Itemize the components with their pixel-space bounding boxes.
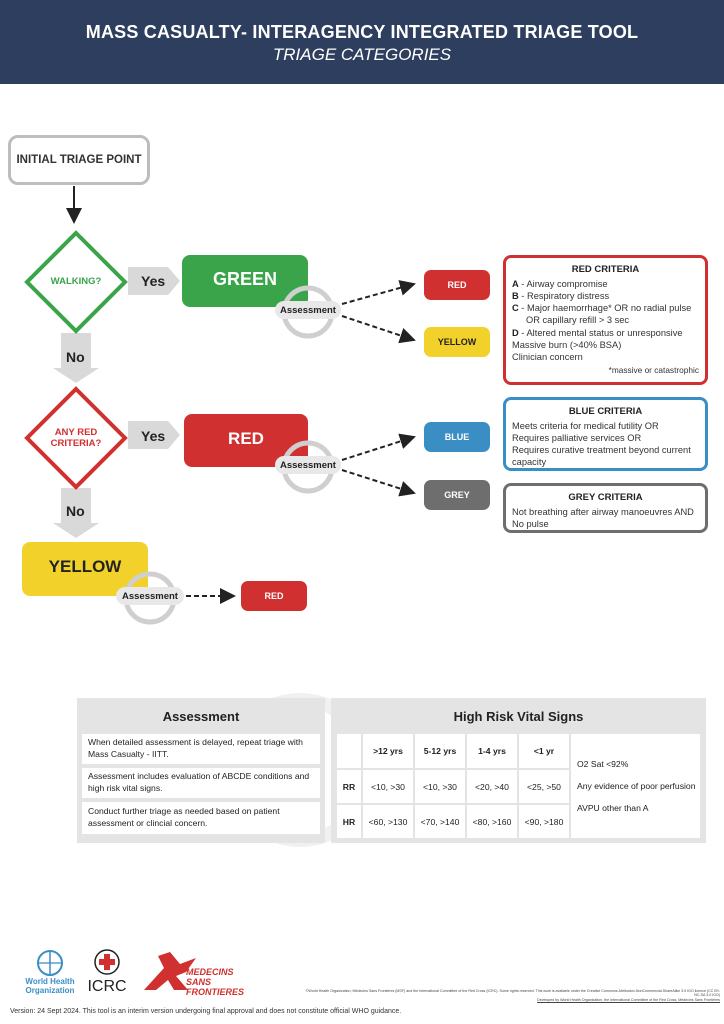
yes-chevron-2	[128, 421, 180, 449]
assessment-panel-title: Assessment	[162, 709, 240, 724]
assessment-row: Conduct further triage as needed based o…	[82, 802, 320, 834]
assessment-row: When detailed assessment is delayed, rep…	[82, 734, 320, 764]
blue-criteria-line: Requires curative treatment beyond curre…	[512, 445, 691, 468]
outcome-red-pill-2: RED	[241, 581, 307, 611]
msf-logo-text: MEDECINS SANS FRONTIERES	[186, 967, 245, 997]
green-category-box: GREEN	[182, 255, 308, 307]
page-subtitle: TRIAGE CATEGORIES	[272, 45, 452, 64]
msf-logo: MEDECINS SANS FRONTIERES	[136, 946, 256, 1000]
vitals-cell: <20, >40	[465, 768, 519, 805]
red-criteria-line: Clinician concern	[512, 352, 583, 363]
vitals-cell: <10, >30	[361, 768, 415, 805]
version-note: Version: 24 Sept 2024. This tool is an i…	[10, 1008, 402, 1015]
no-chevron-1	[53, 333, 99, 383]
vitals-cell: <70, >140	[413, 803, 467, 840]
red-criteria-decision: ANY RED CRITERIA?	[24, 386, 128, 490]
blue-criteria-title: BLUE CRITERIA	[568, 406, 643, 417]
vitals-table: >12 yrs 5-12 yrs 1-4 yrs <1 yr O2 Sat <9…	[335, 732, 702, 840]
vitals-cell: <80, >160	[465, 803, 519, 840]
legal-text: ©World Health Organization, Médecins San…	[300, 989, 720, 1002]
blue-criteria-box: BLUE CRITERIA Meets criteria for medical…	[503, 397, 708, 471]
red-criteria-diamond-shape	[24, 386, 128, 490]
vitals-cell: <60, >130	[361, 803, 415, 840]
green-label: GREEN	[212, 268, 277, 289]
vitals-other-line: AVPU other than A	[577, 802, 649, 813]
vitals-header-cell: 5-12 yrs	[413, 732, 467, 770]
walking-label: WALKING?	[50, 276, 102, 288]
red-criteria-line: Massive burn (>40% BSA)	[512, 339, 622, 350]
red-criteria-line: C - Major haemorrhage* OR no radial puls…	[512, 303, 692, 314]
outcome-yellow-pill: YELLOW	[424, 327, 490, 357]
msf-runner-icon	[144, 952, 196, 990]
red-criteria-line: D - Altered mental status or unresponsiv…	[512, 327, 683, 338]
vitals-cell: <25, >50	[517, 768, 571, 805]
no-label-1: No	[66, 349, 85, 365]
icrc-logo: ICRC	[86, 948, 128, 998]
vitals-header-cell: 1-4 yrs	[465, 732, 519, 770]
walking-decision: WALKING?	[24, 230, 128, 334]
yes-chevron-1	[128, 267, 180, 295]
assessment-pill-1: Assessment	[275, 301, 341, 319]
red-criteria-title: RED CRITERIA	[571, 264, 640, 275]
red-criteria-footnote: *massive or catastrophic	[608, 365, 699, 376]
vitals-other-line: Any evidence of poor perfusion	[577, 780, 696, 791]
vitals-cell: <90, >180	[517, 803, 571, 840]
dashed-arrow-green-yellow	[341, 315, 416, 344]
dashed-arrow-green-red	[341, 280, 416, 305]
red-criteria-line: OR capillary refill > 3 sec	[526, 315, 630, 326]
red-criteria-line: A - Airway compromise	[512, 278, 608, 289]
grey-criteria-title: GREY CRITERIA	[568, 492, 643, 503]
vitals-other-signs: O2 Sat <92% Any evidence of poor perfusi…	[569, 732, 702, 840]
yes-label-2: Yes	[141, 428, 166, 444]
outcome-red-pill-1: RED	[424, 270, 490, 300]
blue-criteria-line: Meets criteria for medical futility OR	[512, 420, 659, 431]
assessment-pill-3: Assessment	[116, 587, 184, 605]
icrc-logo-text: ICRC	[87, 978, 127, 995]
initial-triage-point: INITIAL TRIAGE POINT	[8, 135, 150, 185]
who-emblem-icon	[37, 950, 63, 976]
outcome-grey-pill: GREY	[424, 480, 490, 510]
red-label: RED	[228, 428, 264, 448]
red-category-box: RED	[184, 414, 308, 467]
vitals-cell: <10, >30	[413, 768, 467, 805]
walking-diamond-shape	[24, 230, 128, 334]
legal-line-2: Developed by World Health Organization, …	[537, 997, 720, 1002]
red-cross-icon	[94, 949, 120, 975]
yellow-label: YELLOW	[48, 557, 122, 576]
vitals-row-label: RR	[335, 768, 363, 805]
page-title: MASS CASUALTY- INTERAGENCY INTEGRATED TR…	[85, 22, 639, 42]
dashed-arrow-red-blue	[341, 433, 416, 461]
vitals-header-cell: <1 yr	[517, 732, 571, 770]
who-logo: World Health Organization	[22, 948, 78, 998]
assessment-panel: Assessment When detailed assessment is d…	[77, 698, 325, 843]
header-banner: MASS CASUALTY- INTERAGENCY INTEGRATED TR…	[0, 0, 724, 84]
vitals-panel-title: High Risk Vital Signs	[453, 709, 584, 724]
grey-criteria-line: Not breathing after airway manoeuvres AN…	[512, 506, 694, 517]
dashed-arrow-red-grey	[341, 469, 416, 497]
vitals-header-cell: >12 yrs	[361, 732, 415, 770]
red-criteria-box: RED CRITERIA A - Airway compromise B - R…	[503, 255, 708, 385]
grey-criteria-line: No pulse	[512, 518, 549, 529]
red-criteria-line: B - Respiratory distress	[512, 290, 610, 301]
legal-line-1: ©World Health Organization, Médecins San…	[305, 989, 720, 998]
assessment-row: Assessment includes evaluation of ABCDE …	[82, 768, 320, 798]
no-chevron-2	[53, 488, 99, 538]
grey-criteria-box: GREY CRITERIA Not breathing after airway…	[503, 483, 708, 533]
blue-criteria-line: Requires palliative services OR	[512, 432, 642, 443]
vitals-other-line: O2 Sat <92%	[577, 758, 629, 769]
no-label-2: No	[66, 503, 85, 519]
red-criteria-q-label: ANY RED CRITERIA?	[50, 426, 102, 449]
vitals-header-cell	[335, 732, 363, 770]
vitals-panel: High Risk Vital Signs >12 yrs 5-12 yrs 1…	[331, 698, 706, 843]
who-logo-text: World Health Organization	[25, 977, 75, 995]
outcome-blue-pill: BLUE	[424, 422, 490, 452]
assessment-pill-2: Assessment	[275, 456, 341, 474]
vitals-row-label: HR	[335, 803, 363, 840]
yes-label-1: Yes	[141, 273, 166, 289]
